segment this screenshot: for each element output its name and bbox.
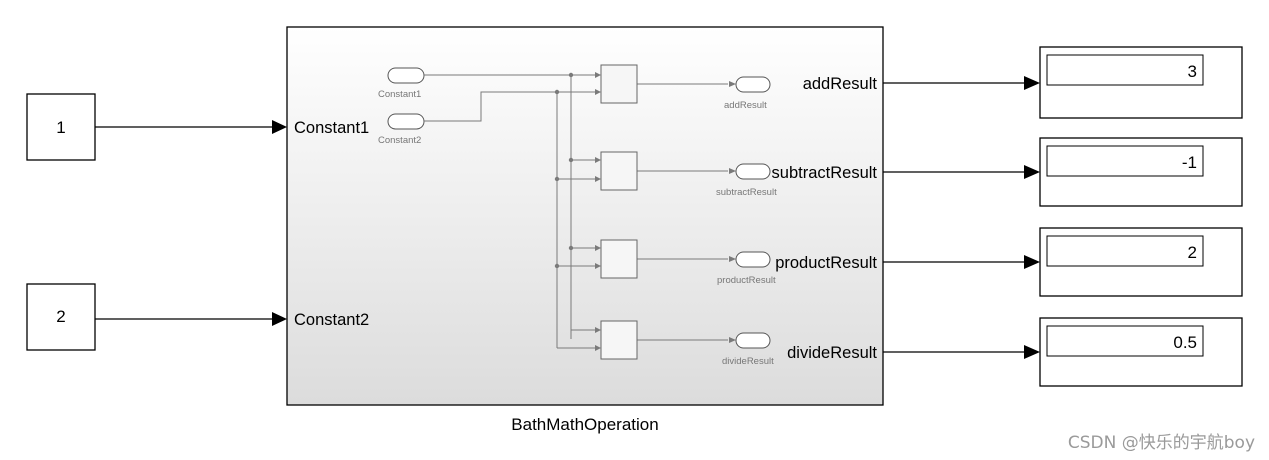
display-value-4: 0.5 [1173,333,1197,352]
constant-block-2[interactable]: 2 [26,283,96,351]
subsystem-block[interactable]: Constant1 Constant2 [286,26,884,406]
subtract-block[interactable] [600,151,638,191]
branch-dots [554,72,574,269]
constant-block-2-value: 2 [56,307,65,326]
arrow-icon [272,120,287,134]
inner-inport-1-label: Constant1 [378,89,421,100]
inner-outport-1: addResult [724,76,771,111]
inner-outport-4-label: divideResult [722,356,774,367]
display-block-4[interactable]: 0.5 [1039,317,1243,387]
subsystem-outport-label-4: divideResult [787,344,877,362]
arrow-icon [272,312,287,326]
inner-inport-1: Constant1 [378,67,425,100]
output-signal-1[interactable] [883,76,1040,90]
product-block[interactable] [600,239,638,279]
subsystem-name: BathMathOperation [511,415,658,434]
inner-inport-2-label: Constant2 [378,135,421,146]
subsystem-outport-label-2: subtractResult [772,164,878,182]
inner-outport-4: divideResult [722,332,774,367]
input-signal-1[interactable] [95,120,287,134]
subsystem-outport-label-1: addResult [803,75,878,93]
arrow-icon [1024,76,1040,90]
inner-outport-2: subtractResult [716,163,777,198]
watermark: CSDN @快乐的宇航boy [1067,433,1255,453]
display-block-3[interactable]: 2 [1039,227,1243,297]
subsystem-inport-label-2: Constant2 [294,311,369,329]
display-value-1: 3 [1188,62,1197,81]
input-signal-2[interactable] [95,312,287,326]
output-signal-2[interactable] [883,165,1040,179]
output-signal-4[interactable] [883,345,1040,359]
divide-block[interactable] [600,320,638,360]
add-block[interactable] [600,64,638,104]
inner-outport-3-label: productResult [717,275,776,286]
inner-outport-2-label: subtractResult [716,187,777,198]
arrow-icon [1024,345,1040,359]
display-block-2[interactable]: -1 [1039,137,1243,207]
inner-outport-3: productResult [717,251,776,286]
constant-block-1-value: 1 [56,118,65,137]
subsystem-outport-label-3: productResult [775,254,877,272]
subsystem-inport-label-1: Constant1 [294,119,369,137]
output-signal-3[interactable] [883,255,1040,269]
constant-block-1[interactable]: 1 [26,93,96,161]
inner-wiring [424,74,728,349]
inner-outport-1-label: addResult [724,100,767,111]
display-value-3: 2 [1188,243,1197,262]
arrow-icon [1024,165,1040,179]
inner-arrows [595,72,736,351]
display-value-2: -1 [1182,153,1197,172]
display-block-1[interactable]: 3 [1039,46,1243,119]
arrow-icon [1024,255,1040,269]
